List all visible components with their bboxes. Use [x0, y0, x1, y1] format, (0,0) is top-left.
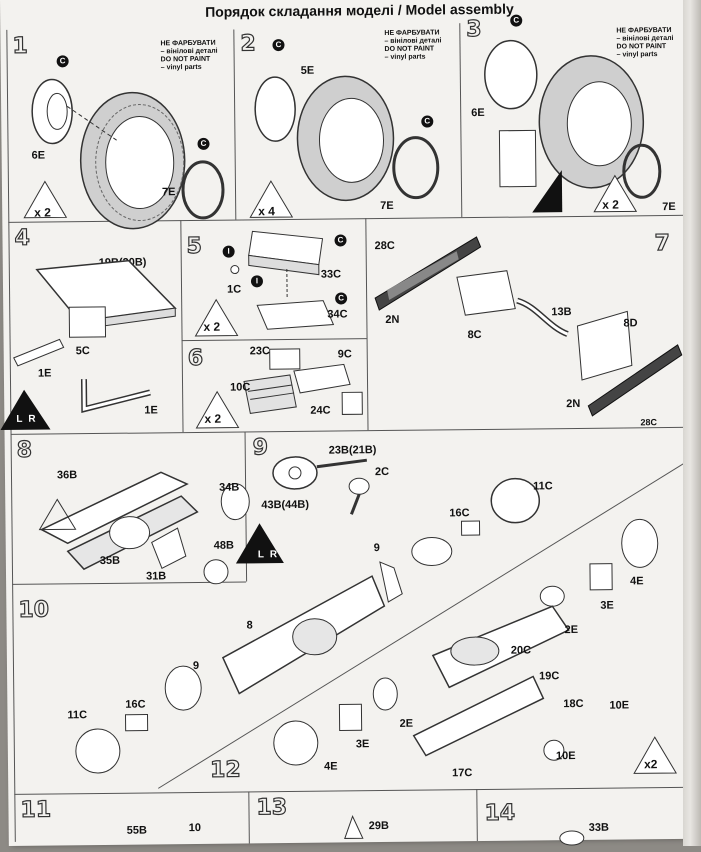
part-label: 6E	[32, 150, 46, 162]
multiplier: x2	[644, 757, 658, 771]
part-label: 7E	[380, 200, 394, 212]
part-label: 10E	[609, 699, 629, 711]
badge-i: I	[223, 246, 235, 258]
multiplier: x 2	[203, 320, 220, 334]
part-label: 4E	[630, 575, 644, 587]
multiplier: x 2	[34, 205, 51, 219]
part-label: 5C	[76, 345, 90, 357]
part-label: 1E	[38, 367, 52, 379]
part-label: 3E	[600, 600, 614, 612]
part-label: 29B	[369, 820, 389, 832]
part-label: 10E	[556, 750, 576, 762]
wheel-drawing	[460, 21, 687, 223]
part-label: 20C	[511, 644, 531, 656]
part-label: 11C	[67, 709, 87, 721]
part-drawing	[557, 826, 587, 846]
part-label: 16C	[125, 699, 145, 711]
part-label: 23C	[250, 345, 270, 357]
badge-c: C	[197, 138, 209, 150]
badge-c: C	[334, 234, 346, 246]
part-label: 8D	[623, 317, 637, 329]
part-label: 9	[374, 542, 380, 554]
part-label: 13B	[551, 306, 571, 318]
step-number: 13	[256, 795, 287, 820]
part-label: 7E	[662, 201, 676, 213]
part-label: 6E	[471, 107, 485, 119]
part-label: 8	[247, 619, 253, 631]
part-label: 11C	[533, 480, 553, 492]
part-label: 28C	[375, 240, 395, 252]
leaf-spring-drawing	[366, 215, 688, 428]
step-number: 14	[484, 801, 515, 826]
part-label: 18C	[563, 698, 583, 710]
part-label: 1C	[227, 283, 241, 295]
right-marker: R	[28, 414, 35, 425]
badge-c: C	[335, 292, 347, 304]
part-label: 34C	[327, 308, 347, 320]
axle-assembly-drawing	[11, 453, 694, 780]
multiplier: x 2	[602, 198, 619, 212]
part-label: 10	[189, 822, 201, 834]
badge-i: I	[251, 275, 263, 287]
part-label: 55B	[127, 825, 147, 837]
part-label: 3E	[356, 738, 370, 750]
seat-drawing	[8, 228, 182, 430]
part-label: 2E	[400, 718, 414, 730]
part-label: 9C	[338, 348, 352, 360]
part-label: 1E	[144, 404, 158, 416]
part-label: 2N	[385, 314, 399, 326]
badge-c: C	[421, 115, 433, 127]
part-label: 7E	[162, 186, 176, 198]
left-marker: L	[16, 414, 22, 425]
part-label: 23B(21B)	[329, 444, 377, 456]
part-label: 2N	[566, 398, 580, 410]
part-label: 2E	[565, 624, 579, 636]
part-label: 24C	[310, 405, 330, 417]
part-label: 8C	[467, 329, 481, 341]
step-number: 12	[210, 758, 241, 783]
part-label: 16C	[449, 507, 469, 519]
part-label: 4E	[324, 761, 338, 773]
part-label: 17C	[452, 767, 472, 779]
part-drawing	[339, 812, 369, 842]
part-label: 28C	[640, 417, 657, 427]
multiplier: x 4	[258, 204, 275, 218]
adjacent-page-edge	[683, 0, 701, 846]
part-label: 33B	[589, 822, 609, 834]
step-number: 11	[20, 798, 51, 823]
part-label: 33C	[321, 268, 341, 280]
multiplier: x 2	[204, 412, 221, 426]
part-label: 9	[193, 660, 199, 672]
part-label: 19C	[539, 670, 559, 682]
